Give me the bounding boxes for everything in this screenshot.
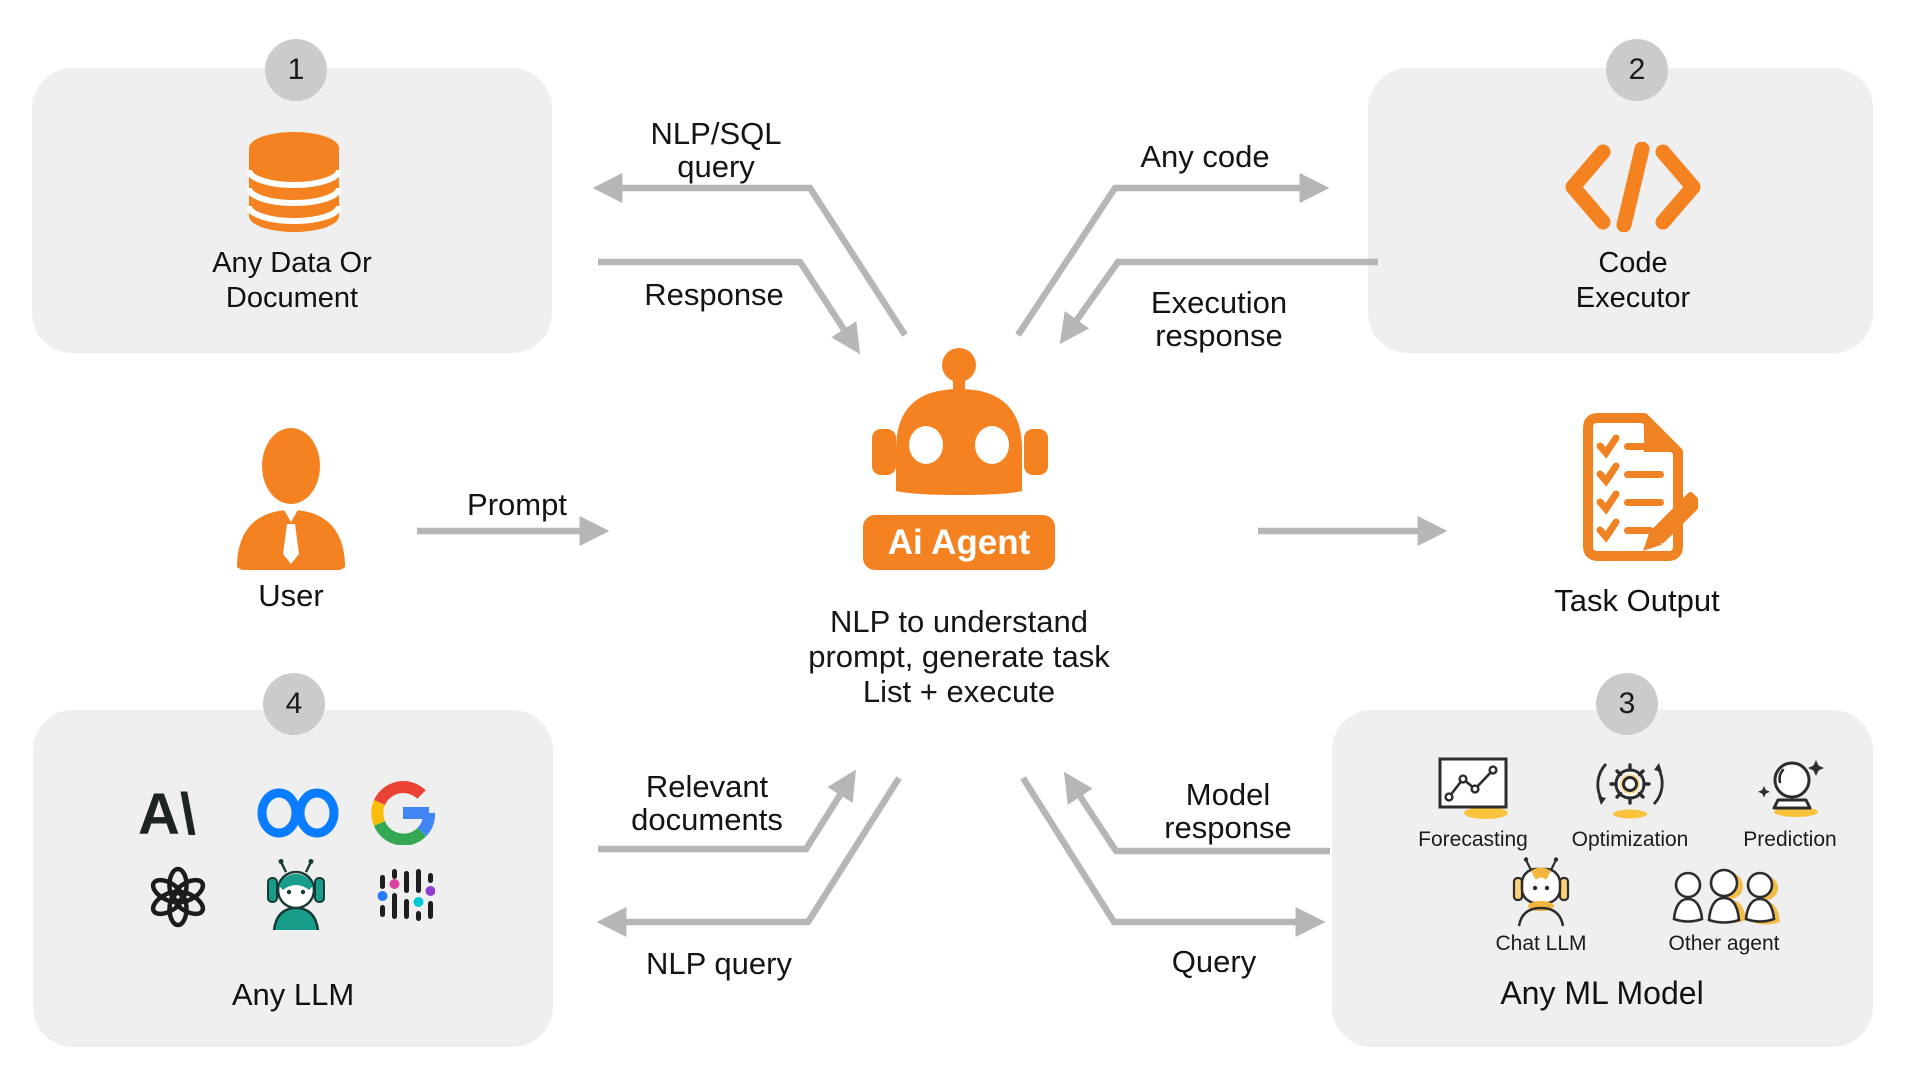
label-query: Query [1171,944,1257,979]
optimization-label: Optimization [1571,828,1689,851]
panel-title-code-executor: Code Executor [1575,247,1691,314]
other-agent-label: Other agent [1668,932,1780,955]
label-any-code: Any code [1140,139,1270,174]
ai-agent-badge: Ai Agent [863,515,1055,570]
bot-logo [267,859,325,931]
label-prompt: Prompt [467,487,567,522]
code-icon [1565,142,1701,232]
openai-logo [150,866,206,928]
prediction-label: Prediction [1743,828,1837,851]
badge-2-number: 2 [1628,53,1646,86]
badge-1-number: 1 [287,53,305,86]
equalizer-logo [377,869,435,921]
forecasting-label: Forecasting [1418,828,1528,851]
task-output-label: Task Output [1554,583,1720,618]
chat-llm-icon [1512,857,1570,927]
chat-llm-label: Chat LLM [1495,932,1587,955]
label-nlp-sql-query: NLP/SQL query [650,116,782,184]
panel-title-any-llm: Any LLM [231,977,355,1012]
user-label: User [258,578,324,613]
ai-agent-badge-label: Ai Agent [887,522,1031,562]
badge-1: 1 [265,39,327,101]
badge-4: 4 [263,673,325,735]
label-execution-response: Execution response [1150,285,1288,353]
anthropic-logo: A\ [138,784,196,842]
label-response: Response [644,277,784,312]
panel-title-any-data-or-document: Any Data Or Document [212,247,372,314]
prediction-icon [1758,760,1824,817]
badge-3: 3 [1596,673,1658,735]
robot-icon [872,348,1048,495]
optimization-icon [1596,763,1664,819]
forecasting-icon [1438,757,1508,819]
task-output-icon [1583,413,1698,561]
database-icon [247,132,341,232]
user-icon [237,428,345,570]
label-model-response: Model response [1164,777,1292,845]
badge-3-number: 3 [1618,687,1636,720]
label-relevant-documents: Relevant documents [631,769,783,837]
other-agent-icon [1672,868,1780,925]
panel-title-any-ml-model: Any ML Model [1500,975,1704,1011]
agent-description: NLP to understand prompt, generate task … [808,604,1110,709]
label-nlp-query: NLP query [646,946,792,981]
meta-logo [257,788,339,838]
google-logo [371,781,435,845]
badge-4-number: 4 [285,687,303,720]
svg-text:A\: A\ [138,784,196,842]
badge-2: 2 [1606,39,1668,101]
arrow-nlp-sql-query [592,173,908,337]
